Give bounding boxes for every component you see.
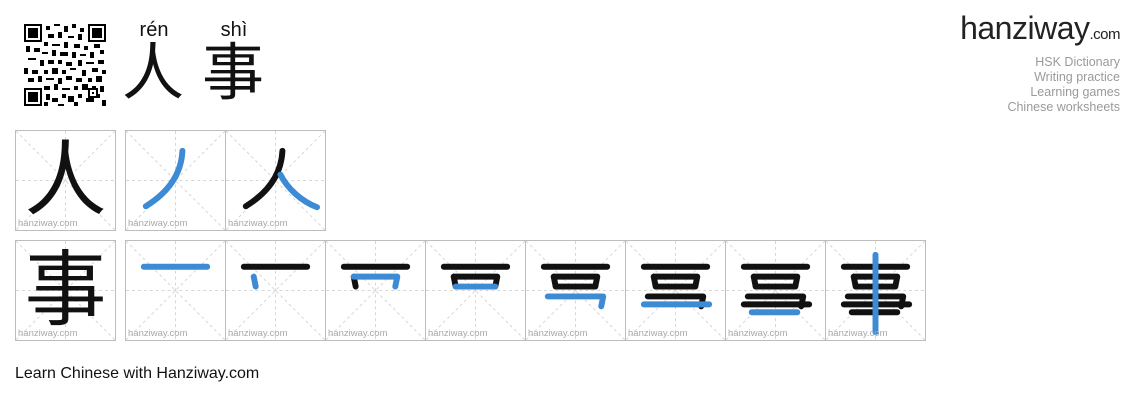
current-stroke: [544, 293, 607, 310]
watermark: hanziway.com: [428, 328, 488, 339]
logo-main-text: hanziway: [960, 10, 1090, 46]
watermark: hanziway.com: [728, 328, 788, 339]
stroke-step-cell: hanziway.com: [225, 240, 326, 341]
qr-code: [24, 24, 106, 106]
previous-stroke: [242, 147, 286, 210]
guide-grid: [526, 241, 625, 340]
previous-stroke: [450, 273, 501, 290]
watermark: hanziway.com: [328, 328, 388, 339]
previous-stroke: [750, 273, 801, 290]
current-stroke: [250, 273, 259, 290]
watermark: hanziway.com: [128, 218, 188, 229]
link-chinese-worksheets[interactable]: Chinese worksheets: [1007, 100, 1120, 114]
link-learning-games[interactable]: Learning games: [1030, 85, 1120, 99]
title-character-2: 事: [202, 36, 265, 109]
guide-grid: [16, 241, 115, 340]
stroke-step-cell: hanziway.com: [725, 240, 826, 341]
previous-stroke: [650, 273, 701, 290]
footer-tagline: Learn Chinese with Hanziway.com: [15, 365, 260, 382]
stroke-step-cell: hanziway.com: [525, 240, 626, 341]
watermark: hanziway.com: [18, 328, 78, 339]
guide-grid: [226, 131, 325, 230]
pinyin-1: rén: [139, 19, 169, 41]
link-hsk-dictionary[interactable]: HSK Dictionary: [1035, 55, 1120, 69]
stroke-step-cell: hanziway.com: [125, 130, 226, 231]
guide-grid: [826, 241, 925, 340]
stroke-step-cell: hanziway.com: [325, 240, 426, 341]
guide-grid: [326, 241, 425, 340]
full-character-glyph: 人: [24, 133, 107, 228]
title-character-1: 人: [122, 36, 185, 109]
guide-grid: [226, 241, 325, 340]
site-logo[interactable]: hanziway.com: [960, 10, 1120, 47]
brand-links: HSK Dictionary Writing practice Learning…: [960, 55, 1120, 115]
guide-grid: [16, 131, 115, 230]
previous-stroke: [850, 273, 901, 290]
guide-grid: [626, 241, 725, 340]
watermark: hanziway.com: [228, 328, 288, 339]
brand-block: hanziway.com HSK Dictionary Writing prac…: [960, 10, 1120, 115]
stroke-step-cell: hanziway.com: [125, 240, 226, 341]
watermark: hanziway.com: [828, 328, 888, 339]
full-character-glyph: 事: [24, 243, 107, 338]
stroke-step-cell: hanziway.com: [825, 240, 926, 341]
watermark: hanziway.com: [528, 328, 588, 339]
guide-grid: [126, 131, 225, 230]
watermark: hanziway.com: [228, 218, 288, 229]
pinyin-2: shì: [220, 19, 248, 41]
guide-grid: [426, 241, 525, 340]
watermark: hanziway.com: [628, 328, 688, 339]
previous-stroke: [550, 273, 601, 290]
link-writing-practice[interactable]: Writing practice: [1034, 70, 1120, 84]
stroke-step-cell: hanziway.com: [225, 130, 326, 231]
watermark: hanziway.com: [128, 328, 188, 339]
guide-grid: [726, 241, 825, 340]
current-stroke: [142, 147, 186, 210]
logo-suffix-text: .com: [1089, 26, 1120, 43]
stroke-step-cell: hanziway.com: [625, 240, 726, 341]
watermark: hanziway.com: [18, 218, 78, 229]
current-stroke: [350, 273, 401, 290]
stroke-step-cell: hanziway.com: [425, 240, 526, 341]
guide-grid: [126, 241, 225, 340]
current-stroke: [277, 171, 321, 211]
